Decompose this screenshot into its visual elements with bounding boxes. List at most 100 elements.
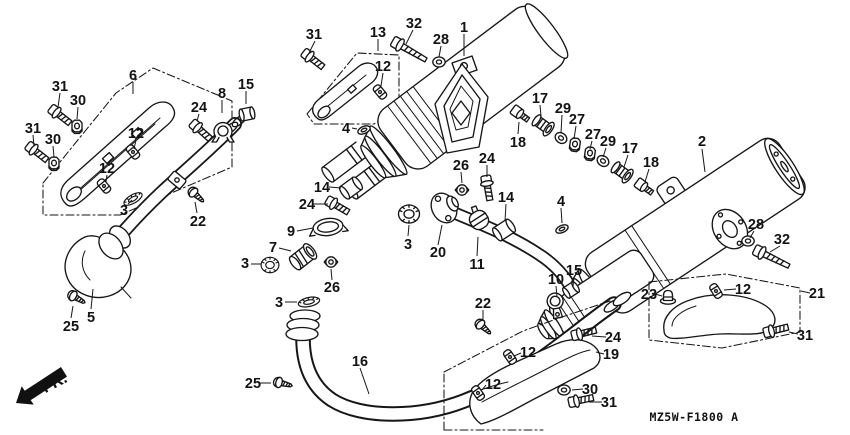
heat-shield-19-frame	[443, 300, 611, 431]
callout-leader-14	[328, 186, 342, 189]
rear-shield-21	[663, 294, 776, 340]
callout-leader-7	[278, 247, 292, 252]
callout-leader-18	[517, 121, 520, 135]
callout-32: 32	[774, 232, 790, 248]
flange-nut-30	[71, 119, 83, 135]
callout-leader-27	[589, 140, 593, 150]
heat-shield-13-box	[306, 52, 400, 125]
callout-8: 8	[218, 86, 226, 102]
callout-leader-18	[644, 168, 650, 183]
callout-4: 4	[557, 194, 565, 210]
callout-23: 23	[641, 287, 657, 303]
callout-31: 31	[797, 328, 813, 344]
callout-leader-26	[330, 268, 333, 281]
callout-22: 22	[475, 296, 491, 312]
callout-14: 14	[498, 190, 514, 206]
mount-rubber-17	[608, 158, 636, 186]
callout-6: 6	[129, 68, 137, 84]
callout-leader-5	[90, 288, 94, 310]
callout-leader-17	[623, 154, 629, 168]
callout-leader-12	[481, 384, 487, 391]
callout-28: 28	[433, 32, 449, 48]
heat-shield-6	[60, 101, 176, 207]
callout-3: 3	[241, 256, 249, 272]
callout-leader-30	[52, 145, 55, 158]
callout-11: 11	[469, 257, 484, 273]
callout-31: 31	[52, 79, 68, 95]
callout-leader-2	[701, 148, 706, 173]
callout-25: 25	[245, 376, 261, 392]
joint-nut-26	[323, 256, 339, 268]
callout-leader-30	[76, 106, 79, 120]
flange-bolt-24	[478, 173, 497, 203]
callout-leader-12	[723, 288, 737, 291]
screw-22	[185, 184, 208, 207]
flange-nut-30	[48, 156, 60, 172]
callout-9: 9	[287, 224, 295, 240]
cap-nut-23	[659, 289, 677, 305]
callout-24: 24	[605, 330, 621, 346]
callout-leader-9	[296, 227, 314, 232]
screw-22	[472, 316, 495, 339]
callout-leader-10	[555, 285, 558, 298]
callout-leader-14	[504, 203, 507, 222]
flange-bolt-24	[186, 116, 216, 145]
callout-leader-22	[194, 201, 198, 214]
callout-5: 5	[87, 310, 95, 326]
callout-30: 30	[582, 382, 598, 398]
pipe-joint-cover-5	[64, 225, 132, 299]
front-pipe-left	[110, 114, 247, 246]
exhaust-gasket-3	[397, 204, 421, 224]
callout-3: 3	[120, 203, 128, 219]
callout-leader-32	[769, 245, 781, 253]
callout-leader-4	[560, 207, 563, 224]
callout-17: 17	[622, 141, 638, 157]
callout-12: 12	[485, 377, 501, 393]
callout-27: 27	[569, 112, 585, 128]
callout-24: 24	[479, 151, 495, 167]
long-bolt-32	[388, 34, 431, 67]
exhaust-gasket-3	[296, 294, 322, 310]
callout-3: 3	[404, 237, 412, 253]
diagram-line-art	[22, 3, 806, 431]
callout-leader-23	[654, 293, 663, 297]
callout-leader-28	[438, 45, 442, 58]
callout-leader-28	[749, 230, 755, 239]
bracket-21-box	[648, 273, 801, 349]
callout-leader-32	[405, 29, 414, 45]
pipe-clip-12	[95, 177, 113, 195]
callout-27: 27	[585, 127, 601, 143]
callout-1: 1	[460, 20, 468, 36]
callout-leader-26	[460, 171, 463, 184]
callout-30: 30	[70, 93, 86, 109]
callout-30: 30	[45, 132, 61, 148]
muffler-1-bracket	[434, 55, 489, 154]
callout-20: 20	[430, 245, 446, 261]
callout-leader-29	[560, 114, 563, 134]
mount-rubber-17	[529, 111, 557, 139]
fr-label: FR.	[39, 370, 70, 397]
callout-leader-31	[57, 92, 61, 108]
callout-22: 22	[190, 214, 206, 230]
exhaust-clamp-9	[306, 215, 350, 239]
callout-10: 10	[548, 272, 564, 288]
callout-31: 31	[25, 121, 41, 137]
callout-7: 7	[269, 240, 277, 256]
callout-16: 16	[352, 354, 368, 370]
callout-18: 18	[643, 155, 659, 171]
callout-leader-4	[351, 127, 358, 130]
callout-15: 15	[566, 263, 582, 279]
callout-13: 13	[370, 25, 386, 41]
callout-4: 4	[342, 121, 350, 137]
callout-leader-24	[591, 335, 607, 338]
callout-31: 31	[601, 395, 617, 411]
callout-3: 3	[275, 295, 283, 311]
callout-12: 12	[520, 345, 536, 361]
callout-leader-21	[800, 290, 811, 294]
gasket-4	[355, 123, 373, 137]
heat-shield-13	[311, 62, 379, 121]
washer-28	[741, 235, 755, 247]
callout-26: 26	[324, 280, 340, 296]
callout-leader-27	[573, 125, 577, 140]
